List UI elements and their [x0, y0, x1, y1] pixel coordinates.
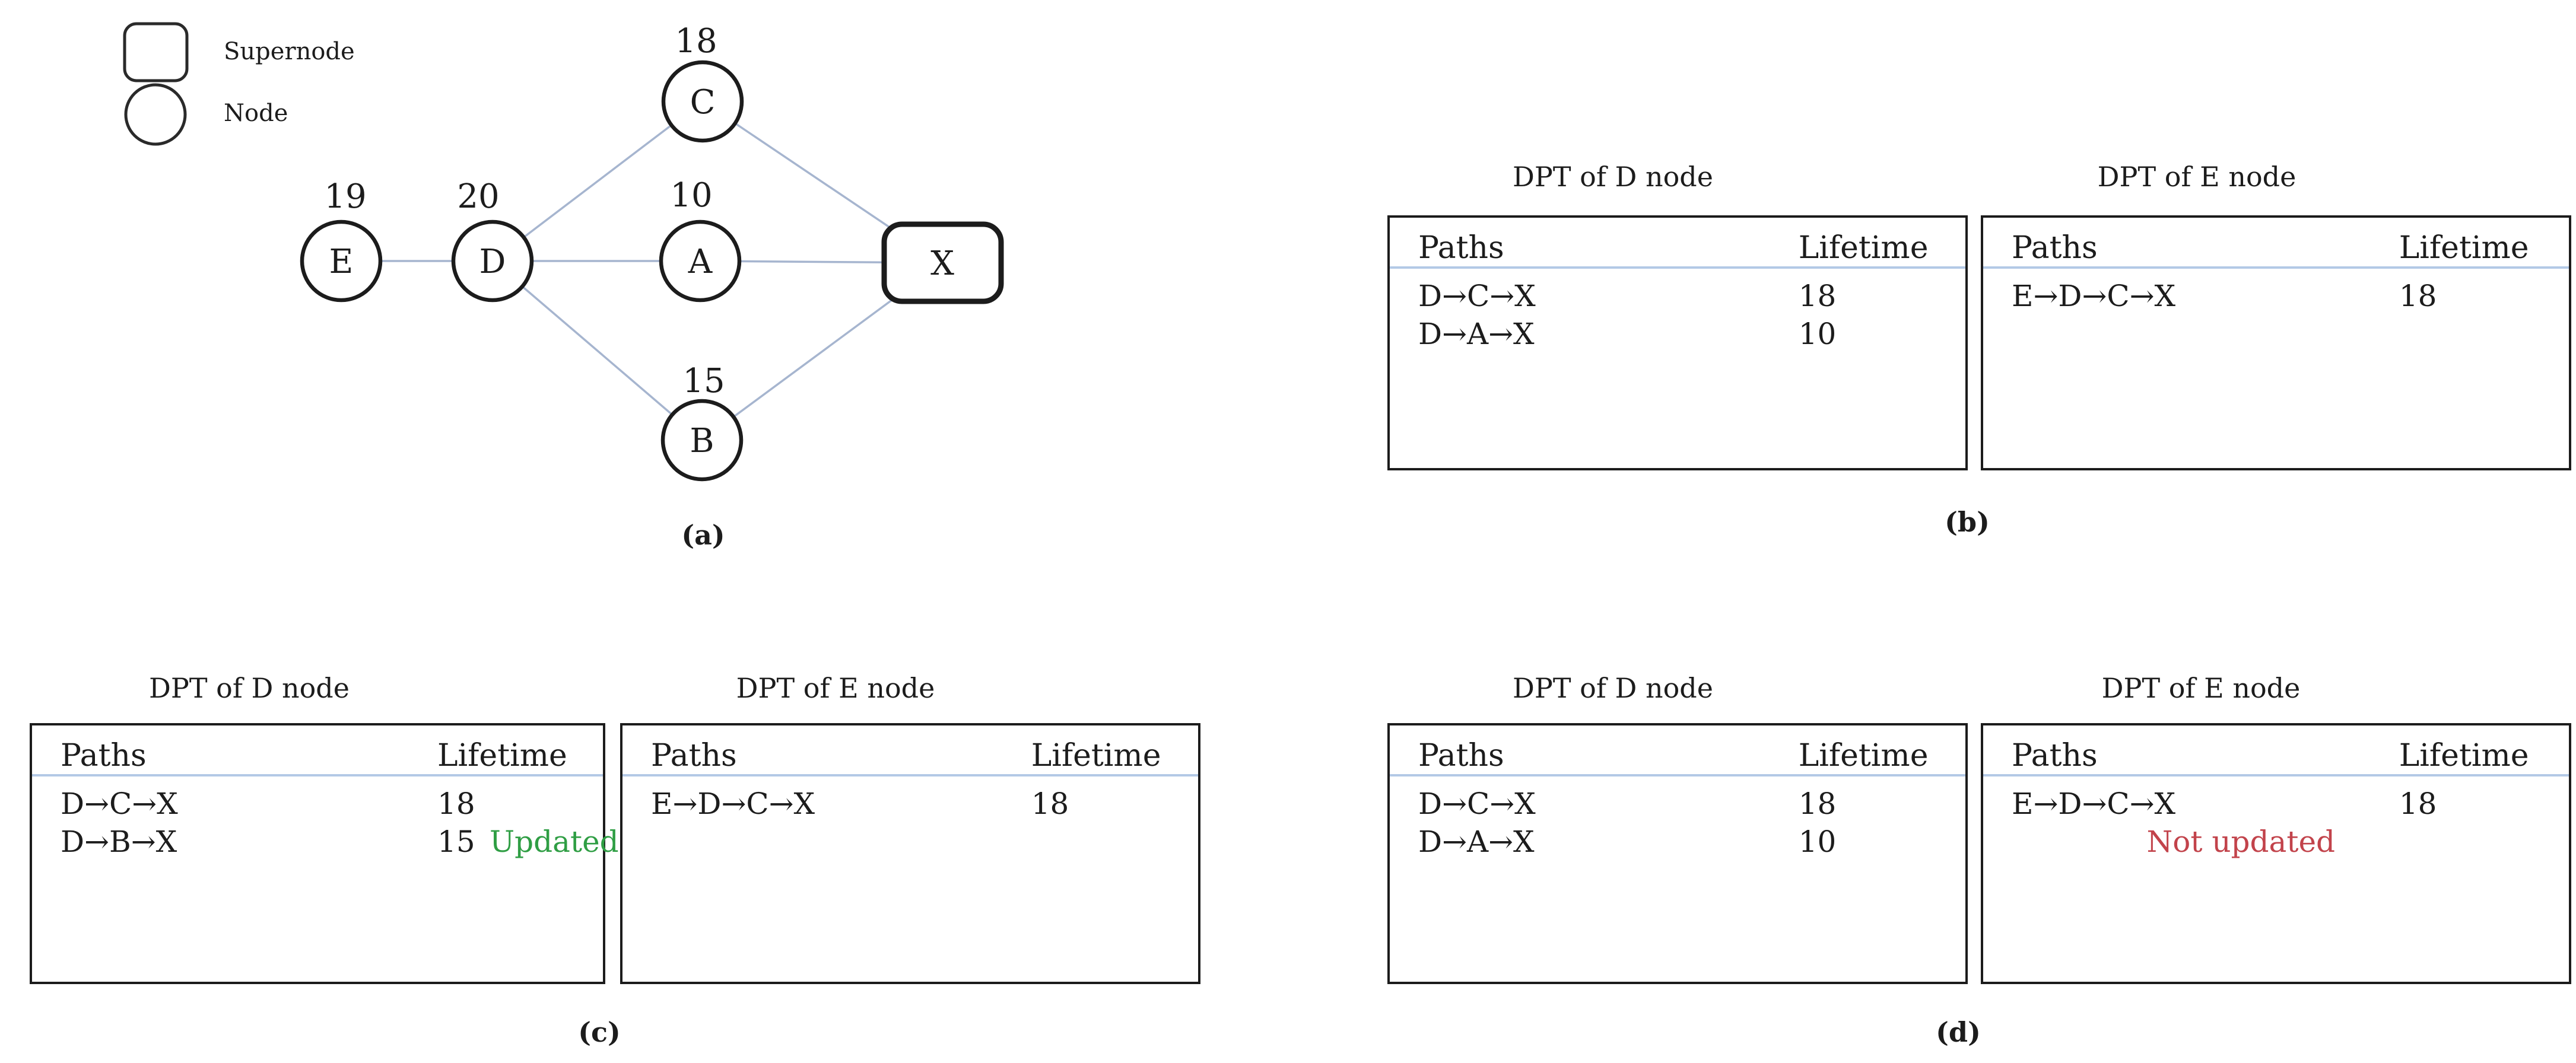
table-title-d-e: DPT of E node — [2101, 672, 2301, 704]
legend-node-swatch — [124, 83, 187, 146]
legend: Supernode Node — [123, 22, 355, 146]
graph-node-labels: E D A C B X — [329, 83, 955, 460]
table-title-c-e: DPT of E node — [736, 672, 935, 704]
node-C-label: C — [690, 83, 716, 122]
not-updated-note: Not updated — [2146, 825, 2336, 859]
paths-header: Paths — [1418, 738, 1504, 774]
caption-c: (c) — [578, 1016, 621, 1048]
legend-supernode-label: Supernode — [224, 38, 355, 65]
table-row: D→A→X 10 — [1390, 316, 1965, 352]
header-divider — [32, 774, 603, 776]
lifetime-header: Lifetime — [1798, 230, 1929, 266]
path-cell: D→C→X — [1418, 279, 1536, 313]
path-cell: D→B→X — [61, 825, 177, 859]
node-D-label: D — [479, 243, 506, 281]
paths-header: Paths — [651, 738, 737, 774]
edge-D-C — [491, 100, 704, 262]
path-cell: D→C→X — [61, 787, 178, 821]
table-header: Paths Lifetime — [1390, 230, 1965, 266]
path-cell: E→D→C→X — [2012, 787, 2176, 821]
node-D-shape — [451, 219, 534, 303]
lifetime-header: Lifetime — [437, 738, 567, 774]
edge-D-B — [491, 260, 703, 441]
table-header: Paths Lifetime — [1983, 737, 2569, 774]
dpt-table-d-d: Paths Lifetime D→C→X 18 D→A→X 10 — [1387, 723, 1968, 984]
table-row: D→C→X 18 — [1390, 786, 1965, 822]
lifetime-header: Lifetime — [2399, 230, 2529, 266]
dpt-table-b-e: Paths Lifetime E→D→C→X 18 — [1981, 215, 2571, 470]
paths-header: Paths — [1418, 230, 1504, 266]
supernode-X-shape — [881, 221, 1004, 304]
legend-node-label: Node — [224, 100, 288, 127]
table-title-c-d: DPT of D node — [149, 672, 350, 704]
dpt-table-b-d: Paths Lifetime D→C→X 18 D→A→X 10 — [1387, 215, 1968, 470]
weight-D: 20 — [457, 177, 499, 216]
weight-B: 15 — [682, 362, 725, 400]
header-divider — [622, 774, 1198, 776]
path-cell: E→D→C→X — [2012, 279, 2176, 313]
node-E-shape — [300, 219, 383, 303]
node-B-label: B — [690, 422, 714, 460]
path-cell: D→A→X — [1418, 825, 1535, 859]
table-title-b-e: DPT of E node — [2097, 161, 2297, 193]
weight-A: 10 — [670, 176, 712, 215]
table-row: D→A→X 10 — [1390, 824, 1965, 860]
table-row: E→D→C→X 18 — [622, 786, 1198, 822]
dpt-table-d-e: Paths Lifetime E→D→C→X 18 Not updated — [1981, 723, 2571, 984]
caption-b: (b) — [1945, 506, 1990, 538]
paths-header: Paths — [61, 738, 147, 774]
table-title-d-d: DPT of D node — [1513, 672, 1713, 704]
path-cell: D→C→X — [1418, 787, 1536, 821]
lifetime-header: Lifetime — [1031, 738, 1161, 774]
node-A-shape — [659, 219, 742, 303]
lifetime-cell: 10 — [1798, 825, 1837, 859]
paths-header: Paths — [2012, 738, 2098, 774]
updated-note: Updated — [490, 825, 619, 859]
lifetime-cell: 18 — [437, 787, 475, 821]
table-row: D→C→X 18 — [32, 786, 603, 822]
path-cell: D→A→X — [1418, 317, 1535, 351]
table-row: D→C→X 18 — [1390, 278, 1965, 314]
lifetime-cell: 18 — [1031, 787, 1069, 821]
header-divider — [1983, 774, 2569, 776]
header-divider — [1983, 266, 2569, 269]
table-header: Paths Lifetime — [1983, 230, 2569, 266]
lifetime-cell: 18 — [1798, 787, 1837, 821]
table-row: E→D→C→X 18 — [1983, 786, 2569, 822]
dpt-table-c-e: Paths Lifetime E→D→C→X 18 — [620, 723, 1200, 984]
table-row: E→D→C→X 18 — [1983, 278, 2569, 314]
lifetime-cell: 15 — [437, 825, 475, 859]
header-divider — [1390, 266, 1965, 269]
table-header: Paths Lifetime — [622, 737, 1198, 774]
graph-edges — [341, 100, 944, 441]
lifetime-cell: 18 — [2399, 279, 2437, 313]
table-row: D→B→X 15 Updated — [32, 824, 619, 860]
lifetime-header: Lifetime — [2399, 738, 2529, 774]
dpt-table-c-d: Paths Lifetime D→C→X 18 D→B→X 15 Updated — [30, 723, 619, 984]
weight-C: 18 — [675, 22, 717, 61]
node-B-shape — [660, 399, 744, 482]
table-row: Not updated — [1983, 824, 2499, 860]
node-C-shape — [661, 60, 744, 143]
table-header: Paths Lifetime — [1390, 737, 1965, 774]
graph-node-weights: 19 20 10 18 15 — [324, 22, 725, 400]
lifetime-header: Lifetime — [1798, 738, 1929, 774]
lifetime-cell: 18 — [2399, 787, 2437, 821]
caption-a: (a) — [681, 519, 725, 551]
legend-supernode-swatch — [123, 22, 189, 82]
supernode-X-label: X — [930, 244, 954, 283]
table-title-b-d: DPT of D node — [1513, 161, 1713, 193]
lifetime-cell: 10 — [1798, 317, 1837, 351]
table-header: Paths Lifetime — [32, 737, 603, 774]
network-graph: E D A C B X 19 20 10 18 15 Supernode Nod… — [123, 22, 1004, 482]
node-A-label: A — [688, 243, 713, 281]
paths-header: Paths — [2012, 230, 2098, 266]
weight-E: 19 — [324, 177, 366, 216]
caption-d: (d) — [1936, 1016, 1981, 1048]
lifetime-cell: 18 — [1798, 279, 1837, 313]
graph-nodes — [300, 60, 1004, 482]
node-E-label: E — [329, 243, 354, 281]
path-cell: E→D→C→X — [651, 787, 815, 821]
header-divider — [1390, 774, 1965, 776]
